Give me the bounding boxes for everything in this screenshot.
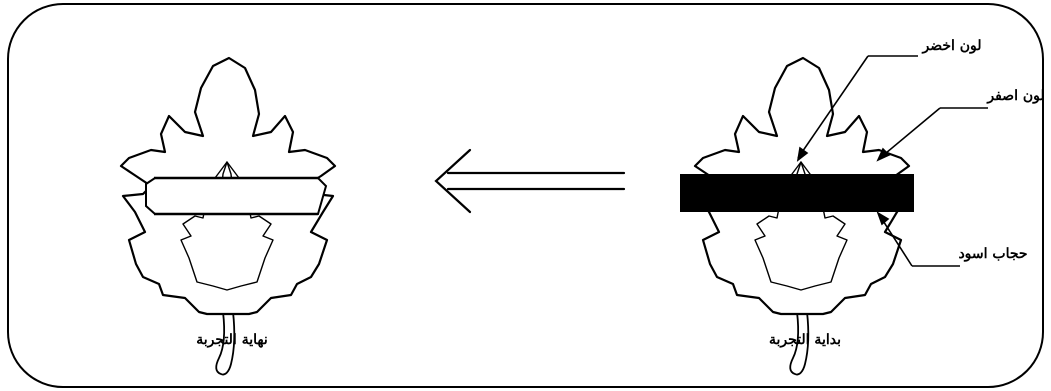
label-green-color: لون اخضر	[921, 38, 981, 54]
pointer-lines	[796, 55, 988, 267]
black-cover	[680, 174, 914, 212]
label-experiment-end: نهاية التجربة	[196, 332, 267, 348]
double-left-arrow-icon	[434, 148, 626, 214]
label-yellow-color: لون اصفر	[986, 88, 1044, 104]
label-experiment-start: بداية التجربة	[769, 332, 841, 348]
label-black-cover: حجاب اسود	[958, 246, 1027, 262]
uncovered-band	[145, 176, 328, 216]
